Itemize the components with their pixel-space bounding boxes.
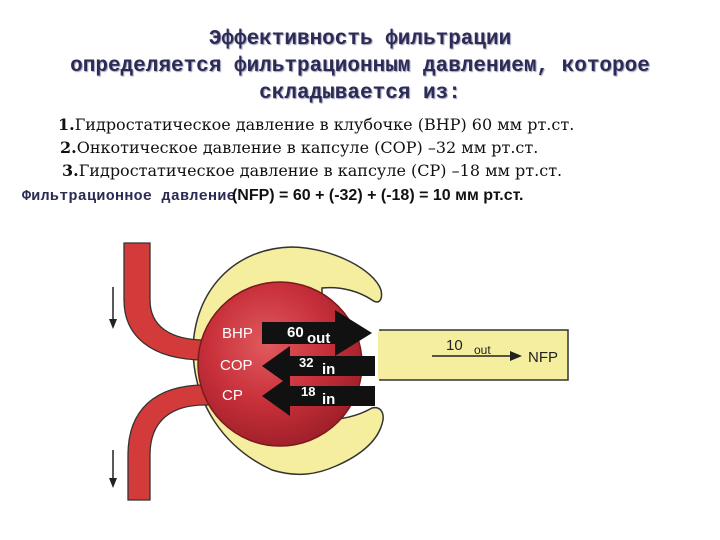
net-value: 10 xyxy=(446,337,463,354)
formula: Фильтрационное давление(NFP) = 60 + (-32… xyxy=(22,186,523,205)
cp-value: 18 xyxy=(301,384,315,399)
title-line-3: складывается из: xyxy=(259,82,461,105)
item-3-number: 3. xyxy=(62,161,79,180)
cp-label: CP xyxy=(222,387,243,404)
cop-direction: in xyxy=(322,361,335,378)
cop-arrow: 32 in xyxy=(262,346,375,386)
cop-label: COP xyxy=(220,357,253,374)
item-2: 2.Онкотическое давление в капсуле (COP) … xyxy=(60,138,538,157)
bhp-label: BHP xyxy=(222,325,253,342)
net-direction: out xyxy=(474,343,491,357)
cop-value: 32 xyxy=(299,355,313,370)
nfp-label: NFP xyxy=(528,349,558,366)
item-2-text: Онкотическое давление в капсуле (COP) –3… xyxy=(76,138,539,157)
renal-tubule xyxy=(378,329,569,381)
cp-direction: in xyxy=(322,391,335,408)
cp-arrow: 18 in xyxy=(262,376,375,416)
blood-flow-arrow-bottom xyxy=(109,450,117,488)
title-line-2: определяется фильтрационным давлением, к… xyxy=(70,55,650,78)
item-1-number: 1. xyxy=(58,115,75,134)
item-3-text: Гидростатическое давление в капсуле (CP)… xyxy=(78,161,563,180)
bhp-value: 60 xyxy=(287,324,304,341)
net-filtration-arrow: 10 out NFP xyxy=(432,337,558,366)
item-2-number: 2. xyxy=(60,138,77,157)
bhp-direction: out xyxy=(307,330,330,347)
blood-flow-arrow-top xyxy=(109,287,117,329)
item-1: 1.Гидростатическое давление в клубочке (… xyxy=(58,115,574,134)
formula-expression: (NFP) = 60 + (-32) + (-18) = 10 мм рт.ст… xyxy=(231,187,524,204)
title-line-1: Эффективность фильтрации xyxy=(208,28,512,51)
formula-label: Фильтрационное давление xyxy=(22,188,236,205)
item-3: 3.Гидростатическое давление в капсуле (C… xyxy=(62,161,562,180)
item-1-text: Гидростатическое давление в клубочке (BH… xyxy=(74,115,575,134)
bhp-arrow: 60 out xyxy=(262,310,372,356)
